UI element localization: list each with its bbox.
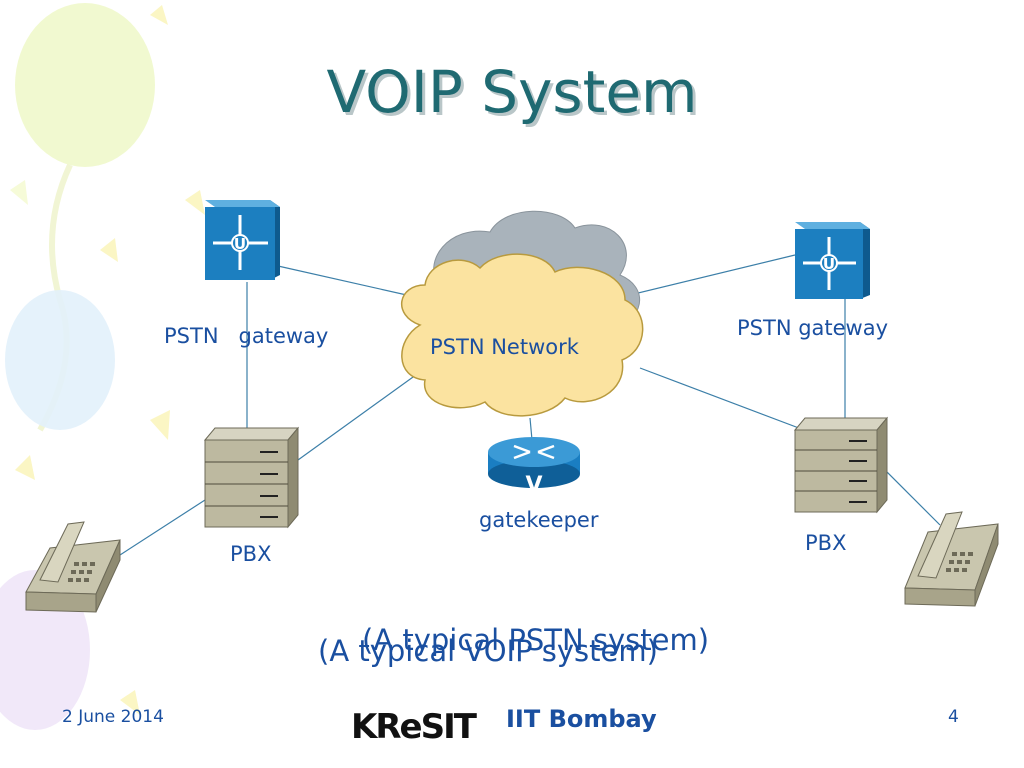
confetti [10,180,28,205]
confetti [120,690,140,715]
footer-date: 2 June 2014 [62,707,164,727]
right-gateway-label: PSTN gateway [737,316,889,340]
telephone-icon [904,511,999,607]
gateway-icon [795,222,870,299]
left-pbx-label: PBX [230,542,272,566]
left-gateway-label-gateway: gateway [238,324,329,348]
slide-number: 4 [948,707,959,727]
kresit-logo: KReSIT [351,703,480,747]
gatekeeper-letter: V [525,473,542,498]
link-cloud-right-pbx [639,367,821,437]
confetti [100,238,118,262]
link-right-gateway-cloud [629,254,796,296]
caption-voip: (A typical VOIP system) [318,634,658,668]
gatekeeper-label: gatekeeper [479,508,599,532]
balloon-green [15,3,155,167]
confetti [185,190,205,215]
cloud-front [401,253,644,417]
confetti [150,5,168,25]
pbx-server-icon [203,426,300,529]
cloud-label: PSTN Network [430,335,579,359]
slide-title: VOIP System [326,58,698,126]
left-gateway-label-pstn: PSTN [164,324,219,348]
link-left-gateway-cloud [277,265,421,299]
gateway-letter: U [823,255,835,273]
gateway-letter: U [234,235,246,253]
right-pbx-label: PBX [805,531,847,555]
gatekeeper-router-icon [488,437,580,488]
link-cloud-left-pbx [297,371,421,461]
logo-text: KReSIT [351,707,478,747]
telephone-icon [25,521,121,613]
pbx-server-icon [793,416,889,514]
confetti [15,455,35,480]
link-left-pbx-phone [119,499,206,556]
confetti [150,410,170,440]
gateway-icon [205,200,280,280]
link-cloud-gatekeeper [529,417,533,441]
footer-institution: IIT Bombay [506,705,657,733]
left-gateway-label: PSTN gateway [164,324,328,348]
balloon-blue [5,290,115,430]
pstn-cloud [401,210,644,417]
caption-pstn: (A typical PSTN system) [362,623,710,657]
